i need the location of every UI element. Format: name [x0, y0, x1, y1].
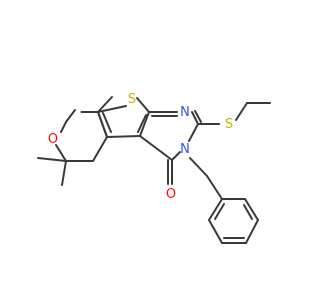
bond	[235, 102, 248, 121]
atom-labels: O S N N S O	[48, 92, 233, 202]
atom-thioether-sulfur: S	[225, 117, 233, 132]
atom-amide-nitrogen: N	[180, 142, 190, 157]
bond	[191, 111, 199, 125]
bond	[97, 105, 127, 113]
bond	[97, 111, 108, 138]
bond	[60, 121, 67, 133]
bond	[136, 97, 150, 113]
bond	[102, 112, 112, 133]
bond	[171, 151, 181, 161]
bond	[137, 114, 147, 133]
bond	[208, 219, 223, 244]
bond	[189, 157, 208, 177]
bond	[245, 219, 259, 244]
atom-thiophene-sulfur: S	[128, 92, 136, 107]
structure-canvas: O S N N S O	[37, 92, 271, 244]
bond	[208, 198, 223, 221]
bond	[61, 160, 67, 186]
bond	[97, 96, 113, 113]
atom-imine-nitrogen: N	[180, 105, 190, 120]
bond	[243, 204, 253, 220]
bond	[37, 157, 67, 162]
bond	[55, 144, 67, 162]
bond	[194, 110, 202, 123]
bond	[188, 123, 199, 142]
bond	[244, 198, 259, 221]
bond	[139, 111, 150, 137]
bond	[65, 109, 76, 123]
bond-lines	[37, 96, 271, 244]
bond	[92, 136, 108, 162]
atom-ring-oxygen: O	[48, 132, 58, 147]
bond	[106, 135, 141, 138]
atom-carbonyl-oxygen: O	[166, 187, 176, 202]
bond	[139, 135, 173, 161]
bond	[214, 203, 225, 220]
molecule-structure: O S N N S O	[37, 92, 271, 244]
bond	[206, 175, 223, 200]
